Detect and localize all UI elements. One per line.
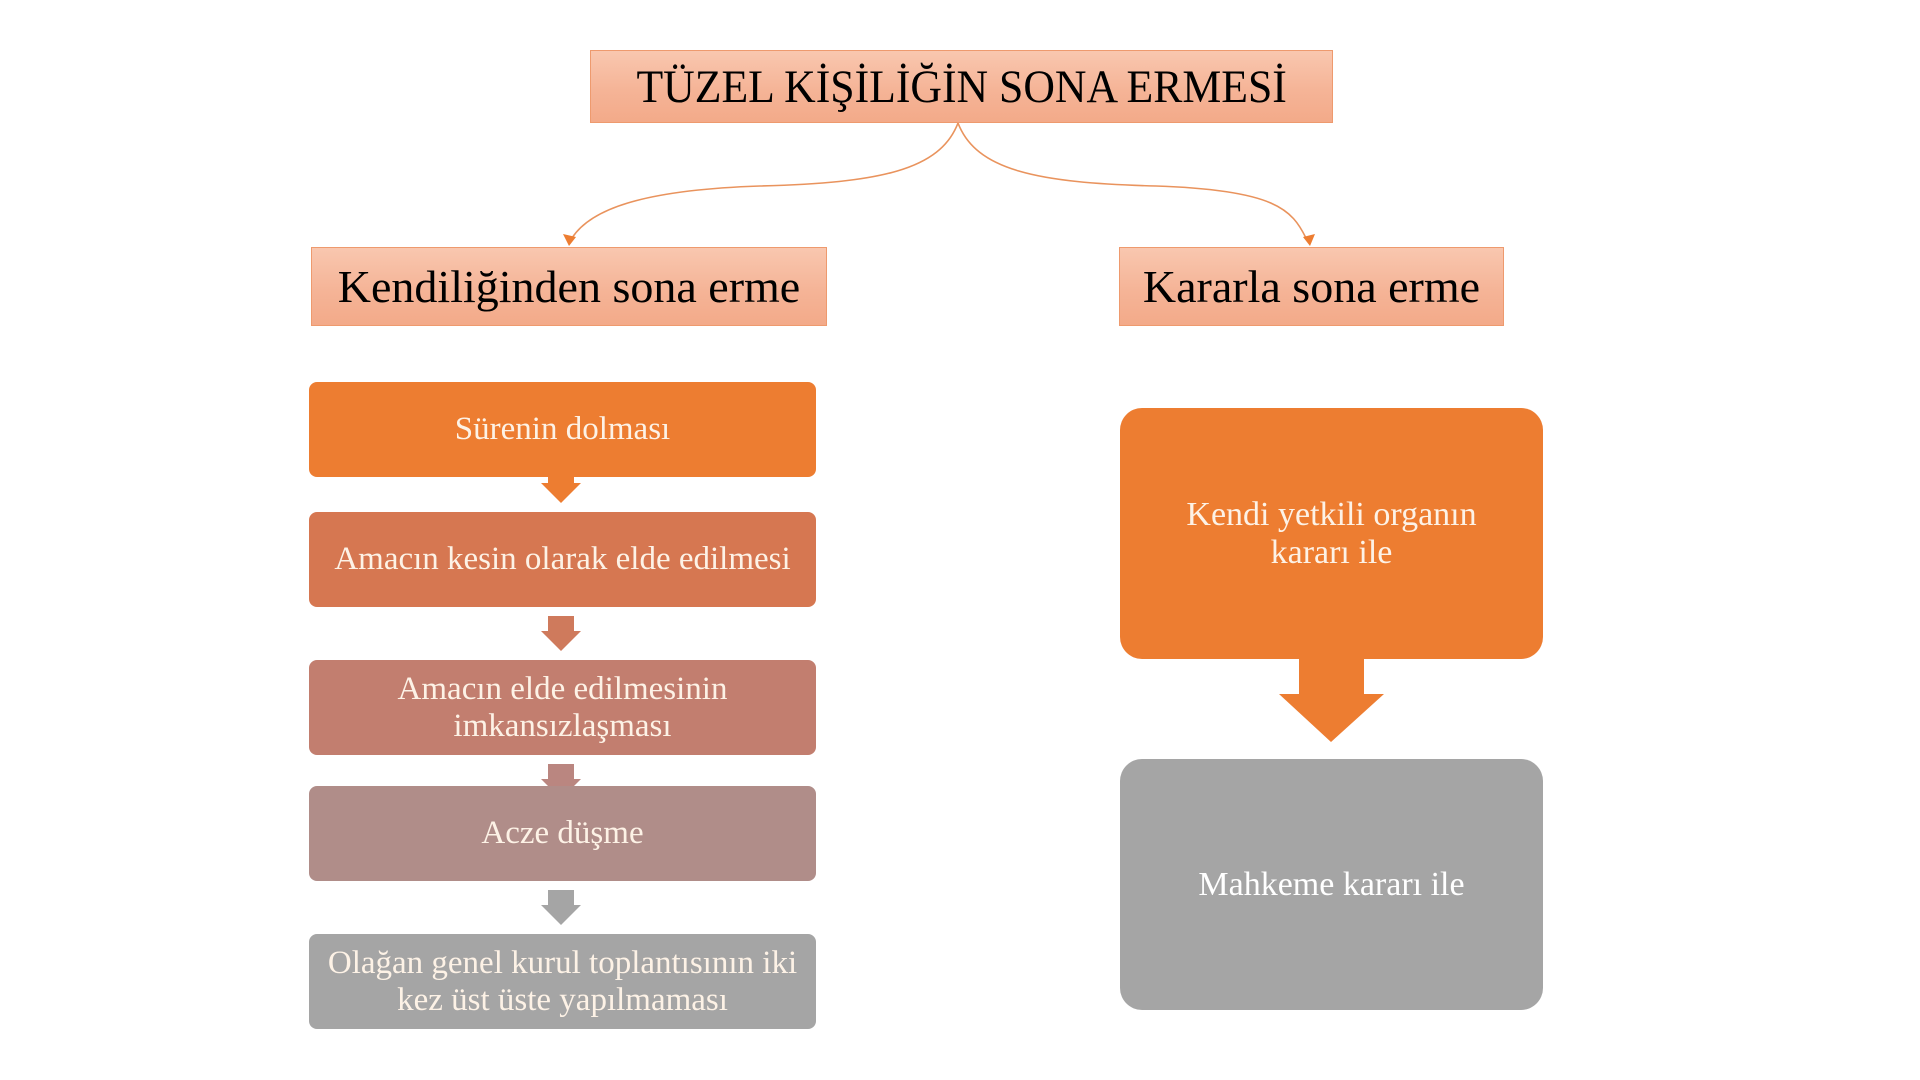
step-amacin-elde-edilmesi: Amacın kesin olarak elde edilmesi — [309, 512, 816, 607]
connector-right — [957, 122, 1307, 239]
step-genel-kurul: Olağan genel kurul toplantısının iki kez… — [309, 934, 816, 1029]
down-arrow-icon — [541, 890, 581, 925]
down-arrow-icon — [541, 764, 581, 799]
step-mahkeme-karari: Mahkeme kararı ile — [1120, 759, 1543, 1010]
connector-left — [571, 122, 959, 239]
branch-header-kendiliginden: Kendiliğinden sona erme — [311, 247, 827, 326]
connector-left-arrowhead-icon — [563, 234, 576, 246]
diagram-title-text: TÜZEL KİŞİLİĞİN SONA ERMESİ — [636, 60, 1287, 113]
step-acze-dusme: Acze düşme — [309, 786, 816, 881]
down-arrow-large-icon — [1279, 646, 1384, 742]
down-arrow-icon — [541, 616, 581, 651]
branch-header-kararla: Kararla sona erme — [1119, 247, 1504, 326]
connector-right-arrowhead-icon — [1303, 234, 1315, 246]
diagram-title: TÜZEL KİŞİLİĞİN SONA ERMESİ — [590, 50, 1333, 123]
step-amacin-imkansizlasmasi: Amacın elde edilmesinin imkansızlaşması — [309, 660, 816, 755]
step-yetkili-organ-karari: Kendi yetkili organın kararı ile — [1120, 408, 1543, 659]
step-surenin-dolmasi: Sürenin dolması — [309, 382, 816, 477]
